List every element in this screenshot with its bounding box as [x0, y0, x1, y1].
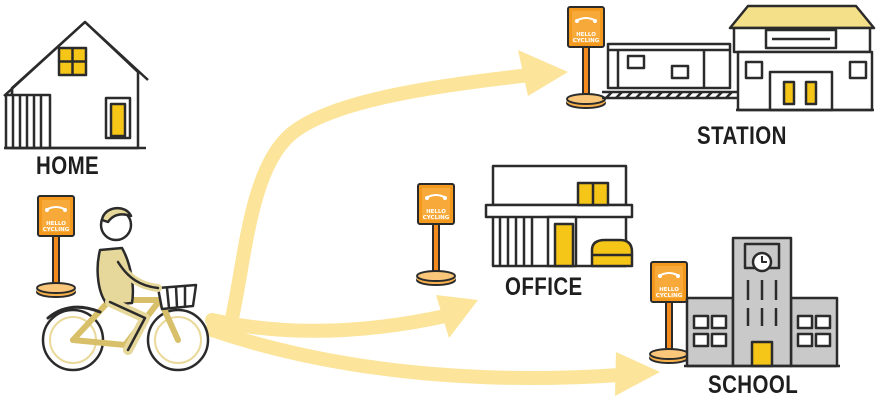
arrow-to-office	[205, 308, 457, 338]
arrowhead-station	[518, 50, 568, 96]
house-icon	[3, 20, 149, 150]
bike-station-sign-school	[649, 261, 689, 364]
route-arrows	[205, 68, 627, 385]
arrowhead-office	[436, 295, 478, 338]
sign-station-line2: CYCLING	[573, 38, 600, 44]
school-building-icon	[684, 236, 840, 368]
cyclist-icon	[41, 207, 210, 372]
office-label: OFFICE	[505, 273, 583, 301]
sign-texts: HELLO CYCLING HELLO CYCLING HELLO CYCLIN…	[43, 32, 683, 299]
school-label: SCHOOL	[708, 371, 799, 399]
sign-office-line1: HELLO	[426, 209, 446, 215]
arrow-to-station	[225, 68, 537, 325]
sign-home-line2: CYCLING	[43, 227, 70, 233]
bike-station-sign-office	[416, 183, 456, 286]
sign-station-line1: HELLO	[576, 32, 596, 38]
station-label: STATION	[697, 122, 787, 150]
bike-station-sign-icon	[36, 195, 76, 298]
arrow-to-school	[205, 323, 627, 385]
sign-home-line1: HELLO	[46, 221, 66, 227]
bike-station-sign-station	[566, 6, 606, 109]
sign-office-line2: CYCLING	[423, 215, 450, 221]
arrowhead-school	[615, 352, 660, 396]
sign-school-line2: CYCLING	[656, 293, 683, 299]
home-label: HOME	[36, 152, 100, 180]
office-building-icon	[484, 164, 634, 268]
arrow-heads	[436, 50, 660, 396]
sign-school-line1: HELLO	[659, 287, 679, 293]
station-building-icon	[602, 4, 876, 112]
